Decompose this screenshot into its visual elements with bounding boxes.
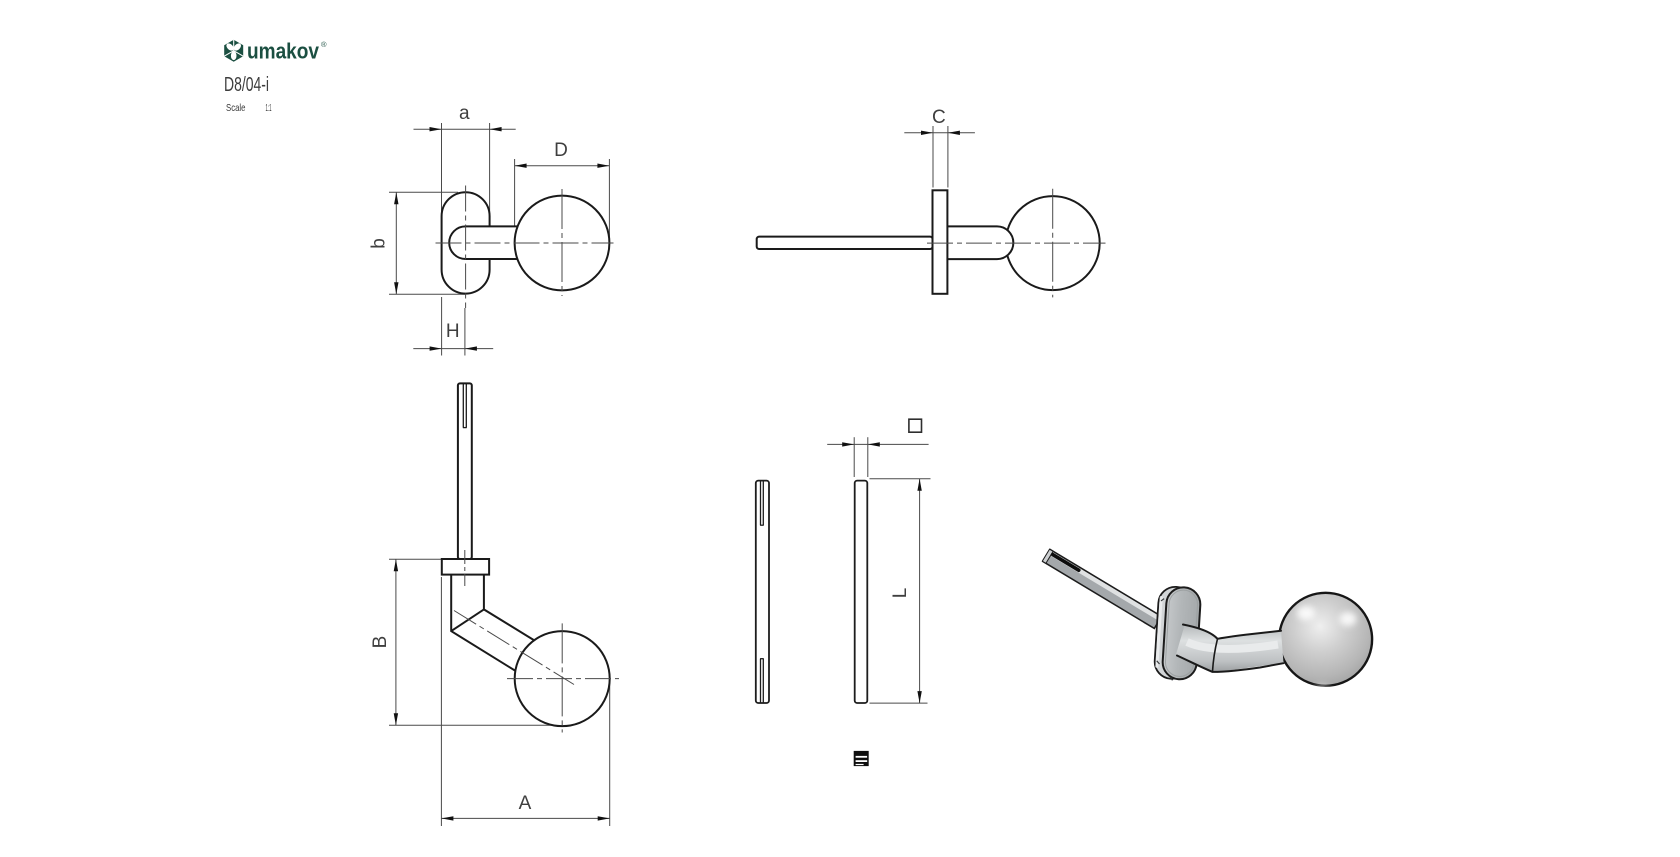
svg-text:B: B <box>370 636 391 649</box>
svg-text:Scale: Scale <box>226 102 246 114</box>
svg-text:D8/04-i: D8/04-i <box>224 74 269 96</box>
svg-text:umakov: umakov <box>247 39 320 64</box>
svg-text:L: L <box>890 588 911 599</box>
svg-text:C: C <box>932 107 946 128</box>
svg-text:®: ® <box>321 40 327 49</box>
svg-text:a: a <box>459 103 470 124</box>
svg-text:b: b <box>369 238 390 249</box>
svg-text:D: D <box>554 140 568 161</box>
svg-text:1:1: 1:1 <box>266 102 272 114</box>
svg-text:H: H <box>446 321 460 342</box>
svg-text:A: A <box>519 793 532 814</box>
